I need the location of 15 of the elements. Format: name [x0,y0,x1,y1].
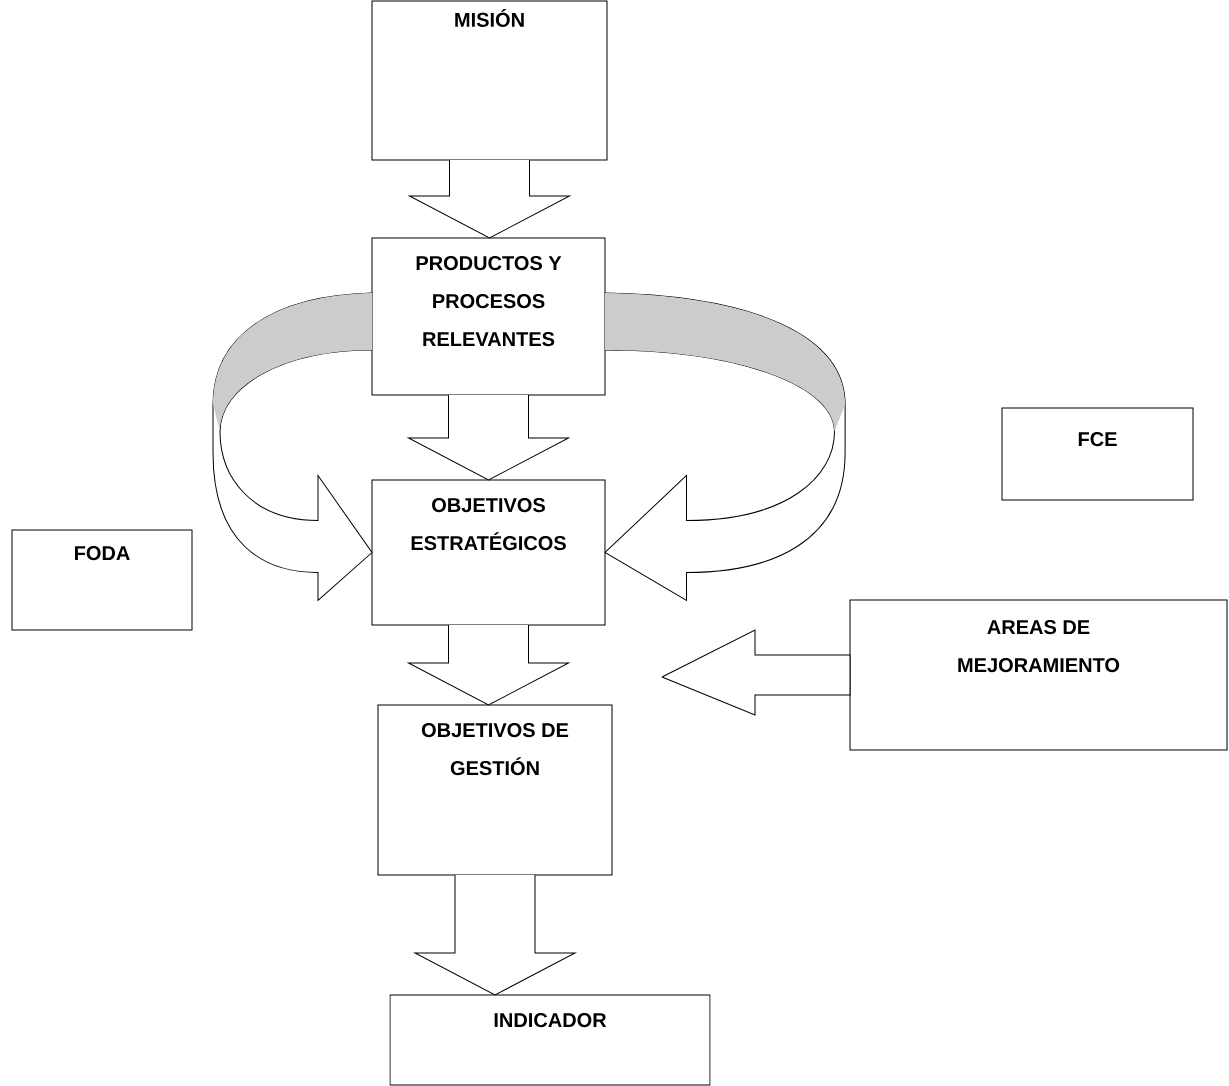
process-box: OBJETIVOS DE GESTIÓN [377,704,613,876]
block-arrow [408,624,569,706]
process-box: PRODUCTOS Y PROCESOS RELEVANTES [371,237,606,396]
block-arrow [409,159,570,239]
curved-arrow [604,292,846,601]
process-box: MISIÓN [371,0,608,161]
curved-arrow [212,292,373,601]
process-box: AREAS DE MEJORAMIENTO [849,599,1228,751]
process-box: INDICADOR [389,994,711,1086]
process-box: OBJETIVOS ESTRATÉGICOS [371,479,606,626]
block-arrow [661,629,851,716]
block-arrow [408,394,569,481]
process-box: FCE [1001,407,1194,501]
process-box: FODA [11,529,193,631]
block-arrow [414,874,576,996]
